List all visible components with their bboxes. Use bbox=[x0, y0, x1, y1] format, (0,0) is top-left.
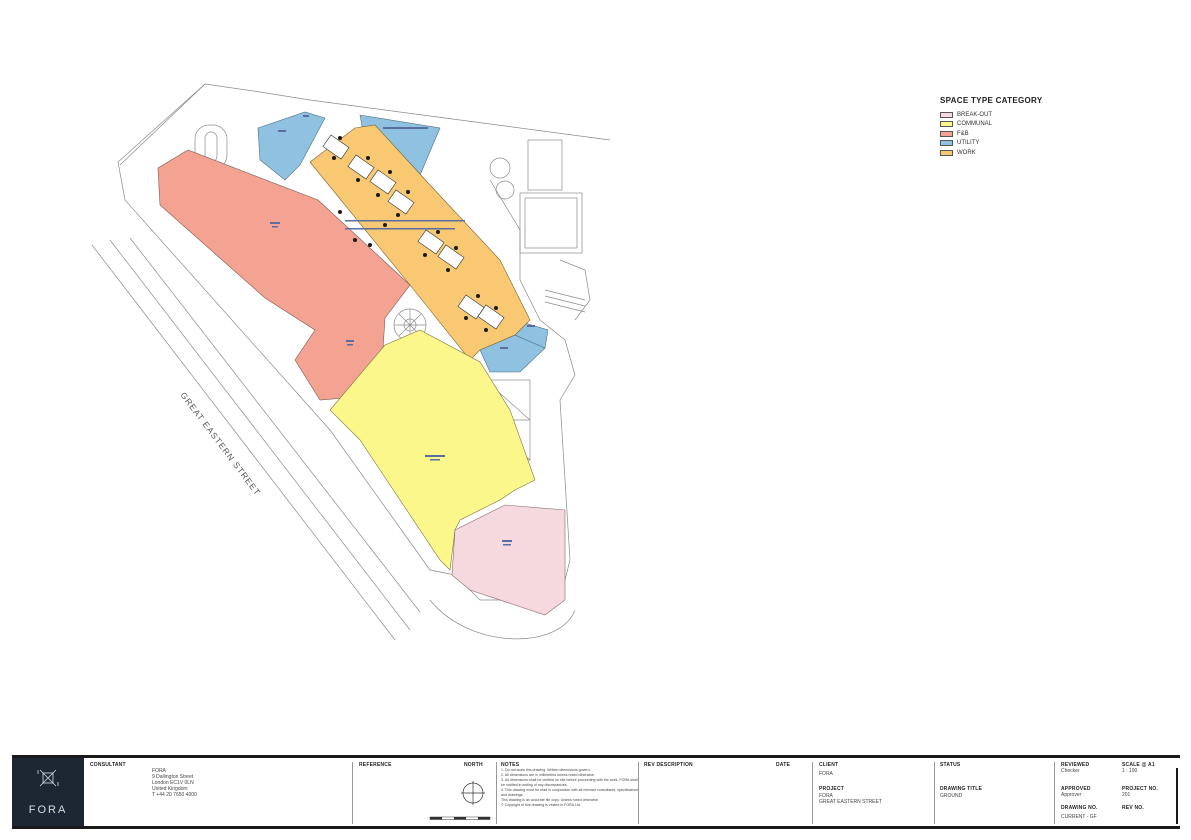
scale-value: 1 : 100 bbox=[1122, 768, 1138, 774]
legend-item-breakout: BREAK-OUT bbox=[940, 110, 1100, 119]
drawing-title-heading: DRAWING TITLE bbox=[940, 786, 983, 792]
legend-swatch bbox=[940, 121, 953, 127]
zone-communal bbox=[329, 329, 536, 571]
legend-swatch bbox=[940, 140, 953, 146]
scale-cell: SCALE @ A1 1 : 100 bbox=[1122, 762, 1155, 774]
project-address: GREAT EASTERN STREET bbox=[819, 799, 882, 805]
status-heading: STATUS bbox=[940, 762, 961, 768]
note-item: 4. This drawing must be read in conjunct… bbox=[501, 788, 639, 797]
north-heading: NORTH bbox=[464, 762, 483, 768]
divider bbox=[934, 762, 935, 824]
notes-cell: NOTES 1. Do not scale this drawing. Writ… bbox=[501, 762, 641, 808]
approved-value: Approver bbox=[1061, 792, 1082, 798]
consultant-line: 9 Dallington Street bbox=[152, 774, 194, 780]
legend-label: WORK bbox=[957, 149, 976, 156]
scale-heading: SCALE @ A1 bbox=[1122, 762, 1155, 768]
legend-item-communal: COMMUNAL bbox=[940, 120, 1100, 129]
divider bbox=[638, 762, 639, 824]
legend-swatch bbox=[940, 130, 953, 137]
scale-bar-icon bbox=[429, 816, 491, 820]
divider bbox=[496, 762, 497, 824]
drawing-no-value: CURRENT - GF bbox=[1061, 814, 1097, 820]
fora-logo: FORA bbox=[12, 758, 84, 826]
rev-no-cell: REV NO. bbox=[1122, 805, 1144, 811]
consultant-heading: CONSULTANT bbox=[90, 762, 126, 768]
drawing-title-value: GROUND bbox=[940, 793, 963, 799]
approved-heading: APPROVED bbox=[1061, 786, 1091, 792]
drawing-title-cell: DRAWING TITLE GROUND bbox=[940, 786, 982, 799]
legend-swatch bbox=[940, 111, 953, 118]
approved-cell: APPROVED Approver bbox=[1061, 786, 1091, 798]
street-label: GREAT EASTERN STREET bbox=[178, 390, 262, 497]
note-item: 1. Do not scale this drawing. Written di… bbox=[501, 768, 591, 772]
rev-description-heading: REV DESCRIPTION bbox=[644, 762, 693, 768]
zone-breakout bbox=[451, 504, 566, 616]
consultant-cell: CONSULTANT bbox=[90, 762, 126, 768]
space-type-legend: SPACE TYPE CATEGORY BREAK-OUT COMMUNAL F… bbox=[940, 96, 1100, 158]
legend-swatch bbox=[940, 149, 953, 156]
note-item: 2. All dimensions are in millimetres unl… bbox=[501, 773, 595, 777]
divider bbox=[1054, 762, 1055, 824]
zone-utility-1 bbox=[257, 111, 326, 181]
date-cell: DATE bbox=[776, 762, 790, 768]
legend-label: COMMUNAL bbox=[957, 121, 993, 127]
project-value: FORA bbox=[819, 793, 833, 799]
client-heading: CLIENT bbox=[819, 762, 839, 768]
reviewed-cell: REVIEWED Checker bbox=[1061, 762, 1089, 774]
divider bbox=[812, 762, 813, 824]
notes-heading: NOTES bbox=[501, 762, 520, 768]
consultant-line: United Kingdom bbox=[152, 786, 188, 792]
note-item: © Copyright of this drawing is vested in… bbox=[501, 803, 581, 807]
reference-cell: REFERENCE bbox=[359, 762, 392, 768]
reviewed-heading: REVIEWED bbox=[1061, 762, 1090, 768]
drawing-no-cell: DRAWING NO. CURRENT - GF bbox=[1061, 805, 1098, 820]
title-block: FORA CONSULTANT FORA 9 Dallington Street… bbox=[12, 755, 1180, 829]
consultant-address: FORA 9 Dallington Street London EC1V 0LN… bbox=[152, 768, 197, 798]
consultant-line: London EC1V 0LN bbox=[152, 780, 194, 786]
project-no-cell: PROJECT NO. 201 bbox=[1122, 786, 1158, 798]
project-no-value: 201 bbox=[1122, 792, 1131, 798]
reviewed-value: Checker bbox=[1061, 768, 1080, 774]
legend-item-fnb: F&B bbox=[940, 129, 1100, 138]
status-cell: STATUS bbox=[940, 762, 960, 768]
client-cell: CLIENT FORA bbox=[819, 762, 838, 777]
legend-item-utility: UTILITY bbox=[940, 139, 1100, 148]
drawing-no-heading: DRAWING NO. bbox=[1061, 805, 1098, 811]
legend-label: F&B bbox=[957, 130, 969, 137]
reference-heading: REFERENCE bbox=[359, 762, 392, 768]
consultant-line: T +44 20 7650 4000 bbox=[152, 792, 197, 798]
legend-label: BREAK-OUT bbox=[957, 111, 993, 118]
note-item: This drawing is an accurate file copy. U… bbox=[501, 798, 600, 802]
rev-no-heading: REV NO. bbox=[1122, 805, 1144, 811]
north-arrow-icon bbox=[461, 781, 485, 805]
project-heading: PROJECT bbox=[819, 786, 845, 792]
rev-description-cell: REV DESCRIPTION bbox=[644, 762, 693, 768]
north-cell: NORTH bbox=[464, 762, 483, 768]
legend-label: UTILITY bbox=[957, 140, 980, 146]
note-item: 3. All dimensions shall be verified on s… bbox=[501, 778, 638, 787]
consultant-line: FORA bbox=[152, 768, 166, 774]
logo-text: FORA bbox=[28, 804, 68, 816]
date-heading: DATE bbox=[776, 762, 791, 768]
floor-plan: GREAT EASTERN STREET bbox=[91, 83, 611, 641]
legend-title: SPACE TYPE CATEGORY bbox=[940, 96, 1043, 105]
edge-bar bbox=[1176, 768, 1178, 824]
client-value: FORA bbox=[819, 771, 833, 777]
project-no-heading: PROJECT NO. bbox=[1122, 786, 1159, 792]
project-cell: PROJECT FORA GREAT EASTERN STREET bbox=[819, 786, 882, 805]
legend-item-work: WORK bbox=[940, 148, 1100, 157]
divider bbox=[352, 762, 353, 824]
logo-mark-icon bbox=[37, 769, 59, 787]
